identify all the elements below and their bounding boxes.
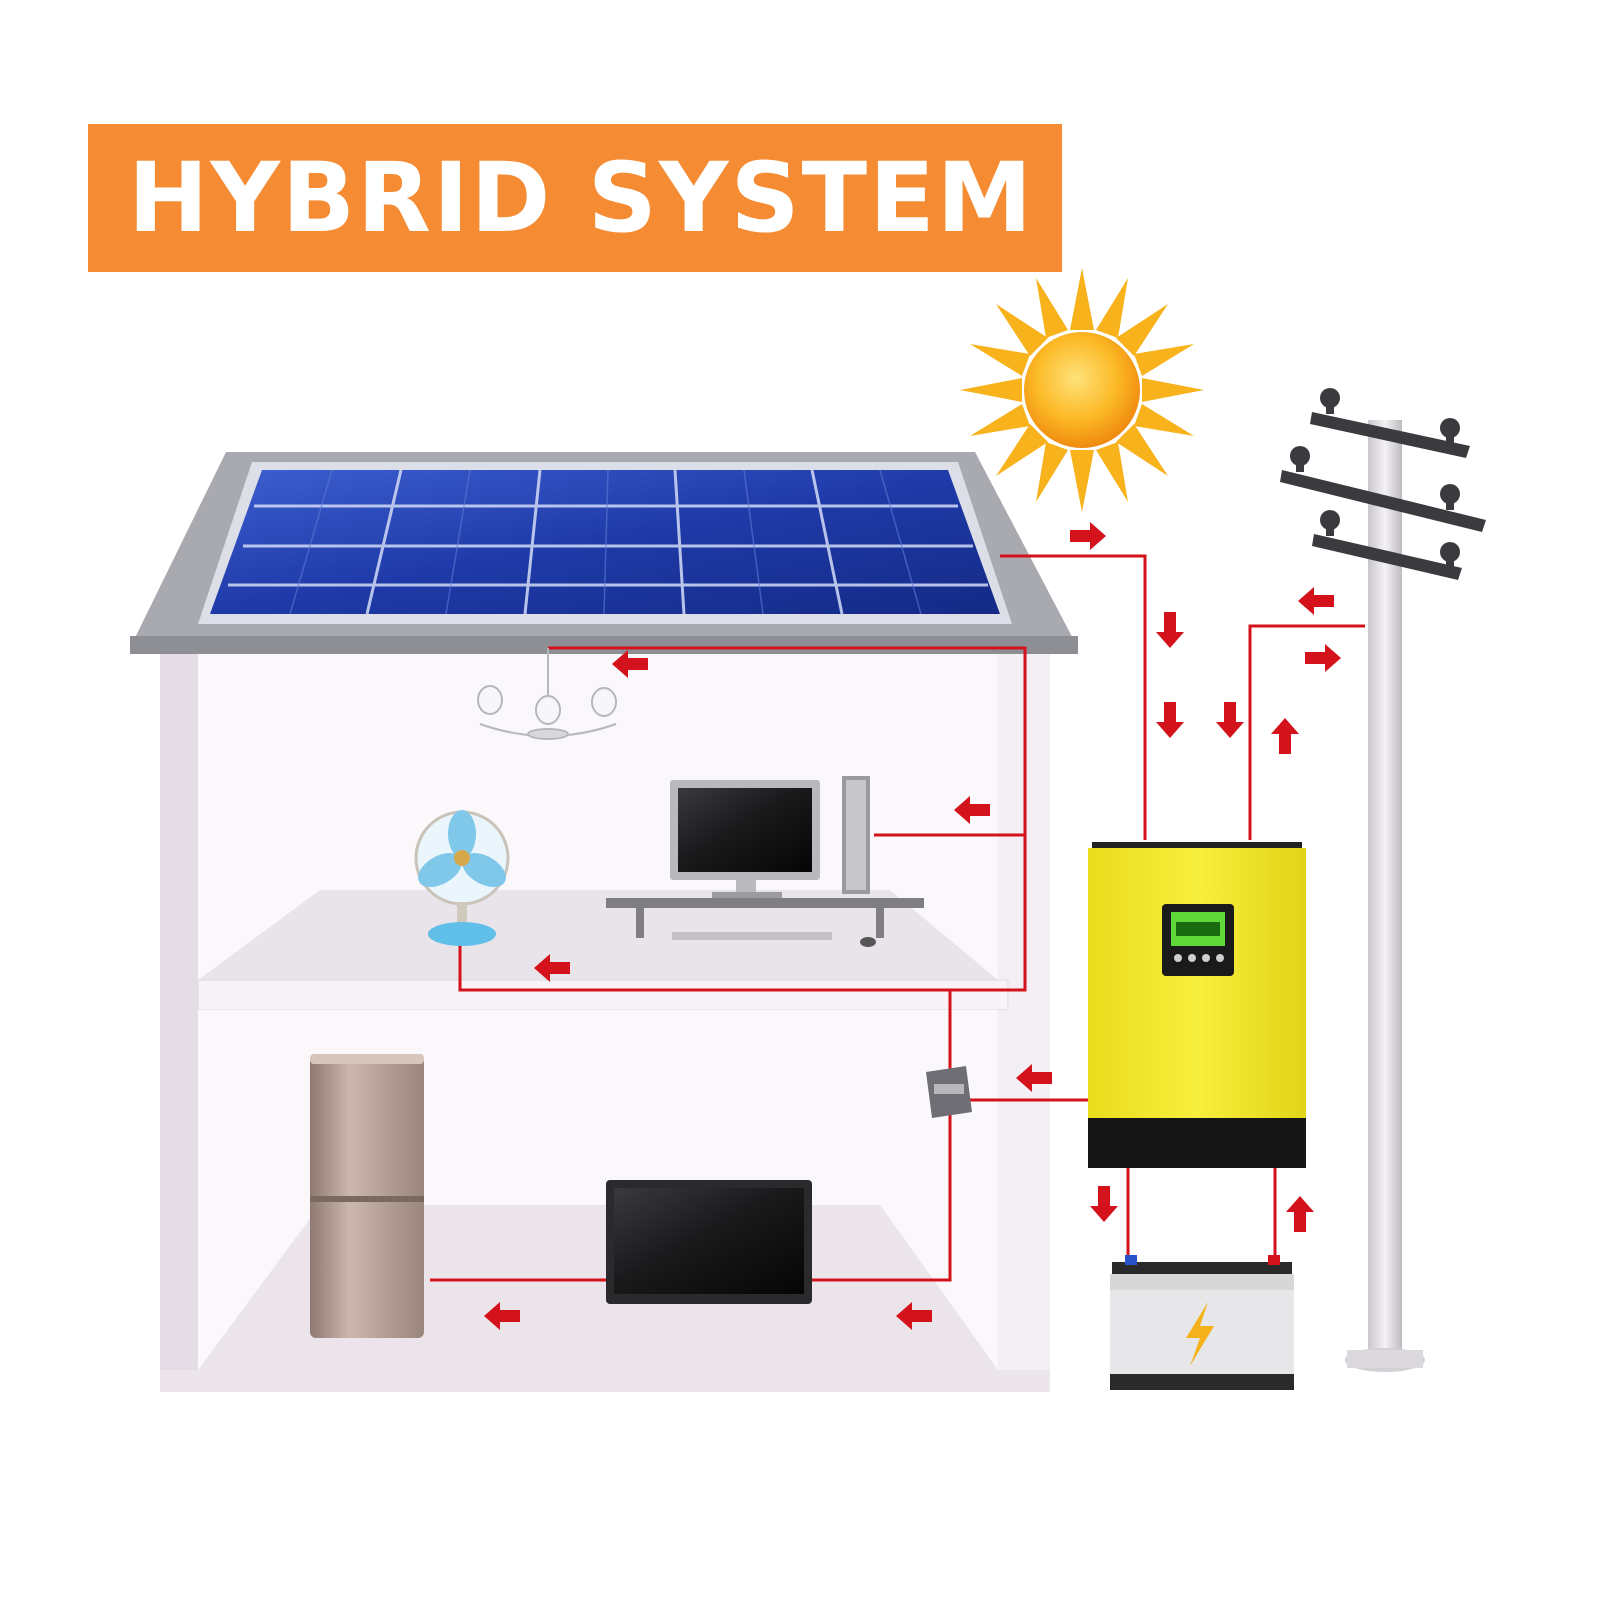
desk: [606, 898, 924, 908]
keyboard: [672, 932, 832, 940]
mouse: [860, 937, 876, 947]
computer-desk: [606, 776, 924, 947]
distribution-box-icon: [926, 1066, 972, 1118]
arrow-left-icon: [1298, 587, 1334, 615]
refrigerator-icon: [310, 1054, 424, 1338]
house-base: [160, 1370, 1050, 1392]
lcd-segments: [1176, 922, 1220, 936]
floor-slab: [197, 979, 1009, 1011]
utility-pole: [1280, 388, 1486, 1372]
solar-panel: [198, 462, 1012, 624]
arrow-down-icon: [1090, 1186, 1118, 1222]
house-left-side: [160, 640, 198, 1390]
upper-floor: [198, 890, 998, 980]
chandelier-icon: [477, 648, 617, 740]
battery-icon: [1110, 1255, 1294, 1390]
wire-panel-to-inverter: [1000, 554, 1147, 840]
wiring: [430, 554, 1365, 1282]
inverter-buttons: [1174, 954, 1224, 962]
tv-icon: [606, 1180, 812, 1304]
arrow-down-icon: [1216, 702, 1244, 738]
arrow-up-icon: [1286, 1196, 1314, 1232]
arrow-down-icon: [1156, 612, 1184, 648]
arrow-right-icon: [1305, 644, 1341, 672]
sun-icon: [960, 268, 1204, 512]
roof-eave: [130, 636, 1078, 654]
arrow-up-icon: [1271, 718, 1299, 754]
arrow-right-icon: [1070, 522, 1106, 550]
hybrid-inverter: [1088, 842, 1306, 1168]
lightning-icon: [1186, 1302, 1214, 1366]
title-banner: HYBRID SYSTEM: [88, 124, 1062, 272]
arrow-down-icon: [1156, 702, 1184, 738]
wire-house-main: [458, 646, 1027, 992]
diagram-title: HYBRID SYSTEM: [128, 142, 1035, 254]
wire-grid-to-inverter: [1248, 624, 1365, 840]
fan-icon: [414, 810, 510, 946]
